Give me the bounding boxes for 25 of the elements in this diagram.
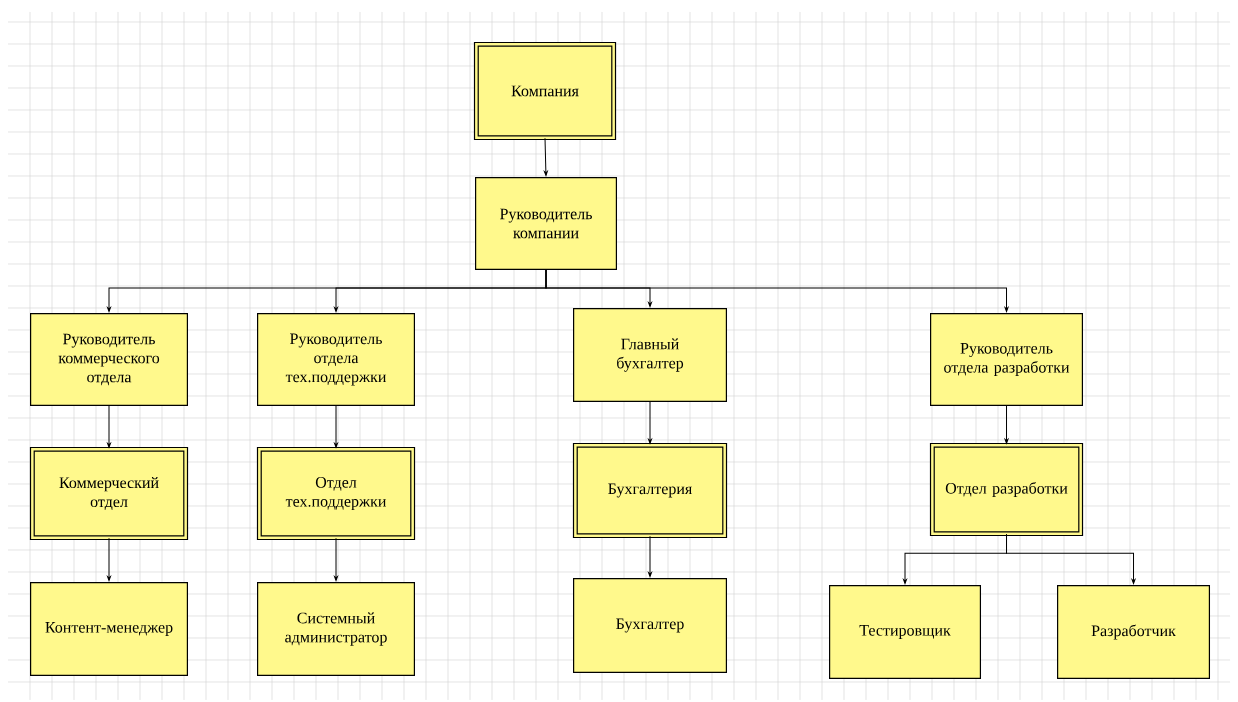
- department-box: Компания: [473, 41, 617, 141]
- arrow: [107, 537, 111, 581]
- department-box: Отдел тех.поддержки: [256, 446, 416, 541]
- department-box: Отдел разработки: [929, 442, 1084, 537]
- position-box: Разработчик: [1057, 585, 1210, 679]
- arrow: [545, 269, 1009, 312]
- arrow: [648, 535, 652, 577]
- department-box: Коммерческий отдел: [29, 446, 189, 541]
- position-box: Тестировщик: [829, 585, 981, 679]
- arrow: [334, 405, 338, 448]
- position-box: Руководитель коммерческого отдела: [30, 313, 188, 406]
- arrow: [544, 137, 548, 176]
- position-box: Руководитель компании: [475, 177, 617, 270]
- arrow: [1006, 533, 1136, 584]
- arrow: [107, 405, 111, 448]
- arrow: [334, 537, 338, 581]
- position-box: Руководитель отдела тех.поддержки: [257, 313, 415, 406]
- department-box: Бухгалтерия: [572, 442, 728, 539]
- position-box: Главный бухгалтер: [573, 308, 727, 402]
- arrow: [648, 401, 652, 444]
- position-box: Контент-менеджер: [30, 582, 188, 676]
- position-box: Системный администратор: [257, 582, 415, 676]
- position-box: Бухгалтер: [573, 578, 727, 673]
- position-box: Руководитель отдела разработки: [930, 313, 1083, 406]
- arrow: [1004, 405, 1009, 444]
